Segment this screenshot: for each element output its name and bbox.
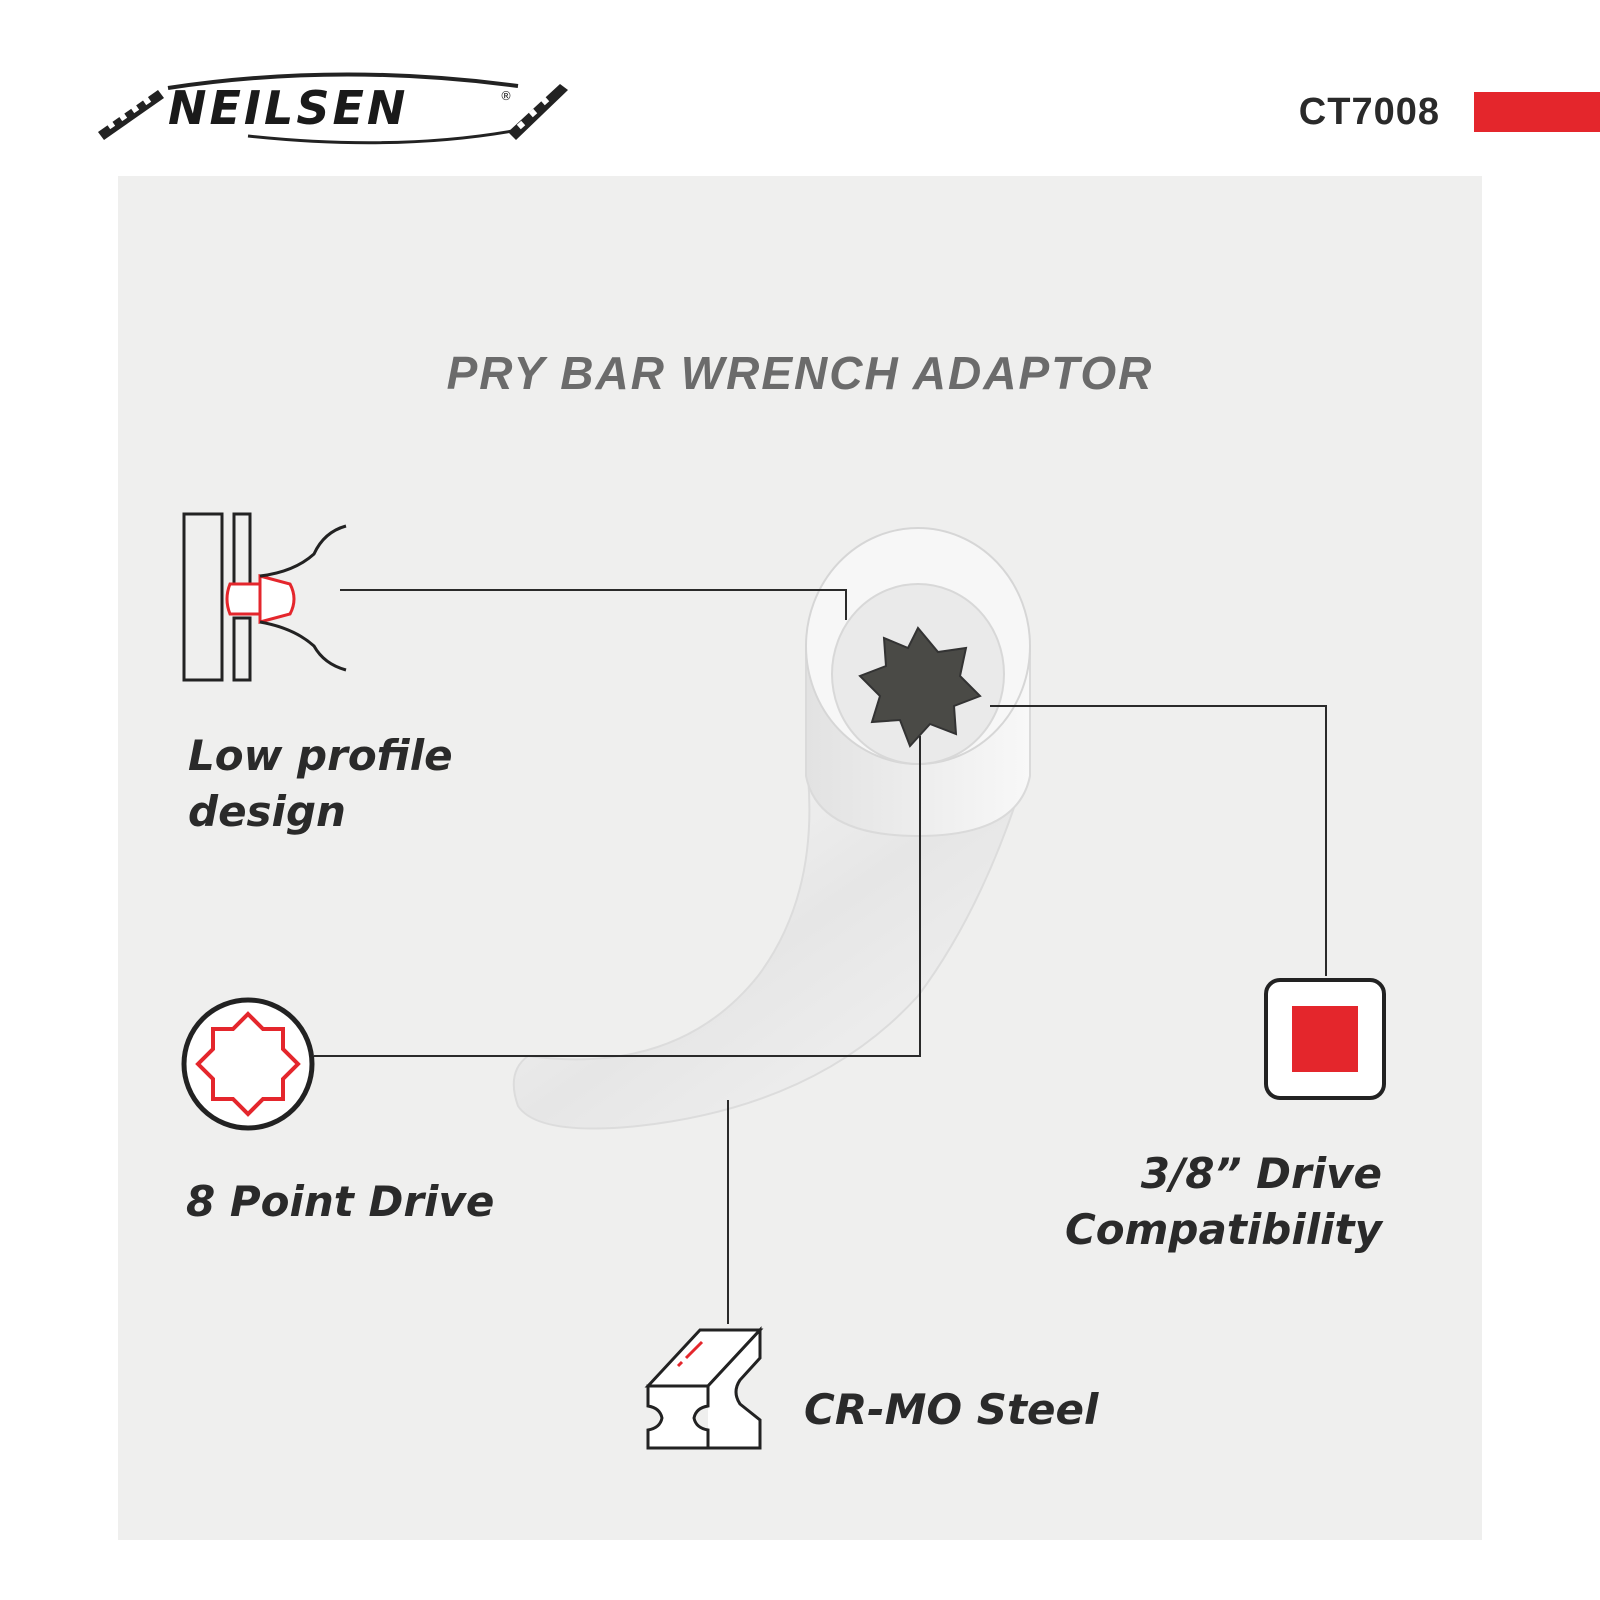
leader-lines <box>314 589 1327 1324</box>
product-sku: CT7008 <box>1298 91 1440 133</box>
drive-compat-line1: 3/8” Drive <box>1140 1149 1382 1198</box>
logo-swoosh-bottom <box>247 128 519 145</box>
feature-panel: PRY BAR WRENCH ADAPTOR <box>118 176 1482 1540</box>
low-profile-line1: Low profile <box>188 731 453 780</box>
leader-drive-compat <box>990 705 1327 976</box>
product-title: PRY BAR WRENCH ADAPTOR <box>446 347 1154 399</box>
eight-point-star-icon <box>181 997 315 1131</box>
square-drive-icon <box>1264 978 1386 1100</box>
drive-compat-line2: Compatibility <box>1064 1205 1382 1254</box>
low-profile-icon <box>182 512 347 682</box>
registered-mark: ® <box>500 89 512 103</box>
checkered-flag-left-icon <box>98 90 164 140</box>
socket-opening <box>858 626 982 748</box>
leader-8point <box>314 736 921 1057</box>
sku-accent-bar <box>1474 92 1600 132</box>
feature-steel-label: CR-MO Steel <box>804 1385 1099 1434</box>
feature-low-profile-label: Low profile design <box>188 728 453 840</box>
pry-bar-adaptor-image <box>512 527 1031 1130</box>
checkered-flag-right-icon <box>508 84 568 140</box>
neilsen-logo: NEILSEN ® <box>98 72 568 145</box>
feature-8point-label: 8 Point Drive <box>186 1177 495 1226</box>
leader-low-profile <box>340 589 847 620</box>
low-profile-line2: design <box>188 787 346 836</box>
feature-drive-compat-label: 3/8” Drive Compatibility <box>1065 1146 1382 1258</box>
diagram-overlay <box>181 512 1386 1450</box>
logo-swoosh-top <box>167 72 519 90</box>
logo-wordmark: NEILSEN <box>168 81 408 135</box>
steel-beam-icon <box>644 1326 764 1450</box>
